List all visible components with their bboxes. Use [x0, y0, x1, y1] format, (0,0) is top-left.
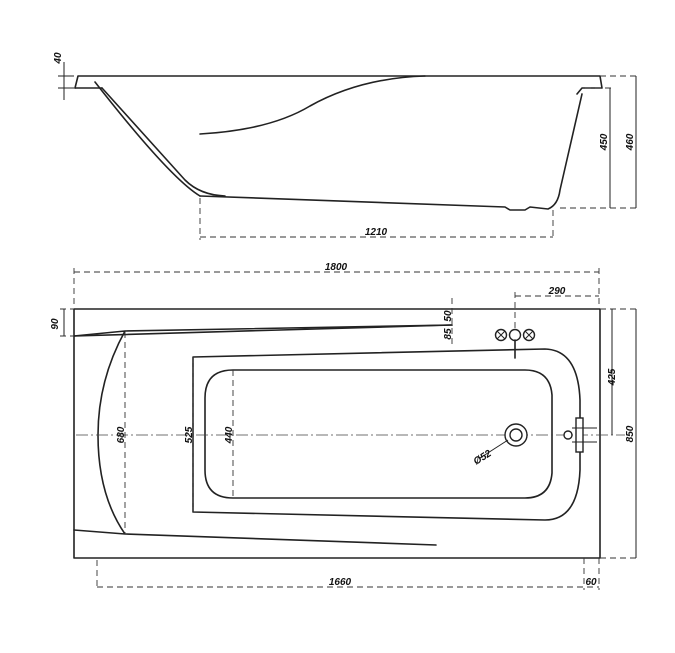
dim-inner-length: 1660 60	[96, 558, 600, 590]
dim-rim-inner: 85 50	[443, 298, 454, 346]
dim-width: 425 850	[600, 308, 640, 559]
dim-label-60: 60	[585, 577, 597, 588]
dim-label-525: 525	[184, 426, 195, 443]
dim-bottom-length: 1210	[199, 198, 554, 240]
dim-label-425: 425	[607, 368, 618, 386]
plan-bottom	[204, 369, 553, 499]
dim-label-1210: 1210	[365, 227, 388, 238]
plan-backrest-inner-top	[73, 324, 453, 337]
drain-icon: Ø52	[472, 423, 528, 468]
side-view-rim	[74, 75, 603, 95]
dim-label-1660: 1660	[329, 577, 352, 588]
side-view-backrest	[101, 87, 226, 197]
dim-label-40: 40	[53, 52, 64, 65]
dim-label-450: 450	[599, 133, 610, 151]
dim-label-85: 85	[443, 328, 454, 340]
dim-tap-offset: 290	[514, 286, 599, 330]
dim-label-290: 290	[548, 286, 566, 297]
overflow-icon	[563, 417, 597, 453]
side-view-inner-curve	[199, 75, 426, 135]
plan-inner-bowl	[192, 348, 581, 521]
side-view-backrest-curve	[94, 81, 201, 197]
dim-label-440: 440	[224, 426, 235, 444]
dim-inner-width-c: 440	[224, 370, 235, 498]
dim-inner-width-a: 680	[116, 332, 127, 534]
dim-inner-width-b: 525	[184, 357, 195, 512]
dim-length: 1800	[73, 262, 600, 308]
tap-set-icon	[494, 328, 536, 359]
dim-label-680: 680	[116, 426, 127, 443]
dim-label-50: 50	[443, 310, 454, 322]
dim-label-90: 90	[50, 318, 61, 330]
plan-view: Ø52 1800 290 90	[50, 262, 640, 590]
dim-rim-left: 90	[50, 308, 74, 337]
dim-label-850: 850	[625, 425, 636, 442]
dim-label-1800: 1800	[325, 262, 348, 273]
dim-rim-thickness: 40	[53, 52, 74, 100]
side-view-bottom	[199, 93, 583, 211]
dim-label-460: 460	[625, 133, 636, 151]
dim-depth: 450 460	[560, 75, 640, 209]
side-view: 40 450 460 1210	[53, 52, 640, 240]
plan-outer-rim	[73, 308, 601, 559]
